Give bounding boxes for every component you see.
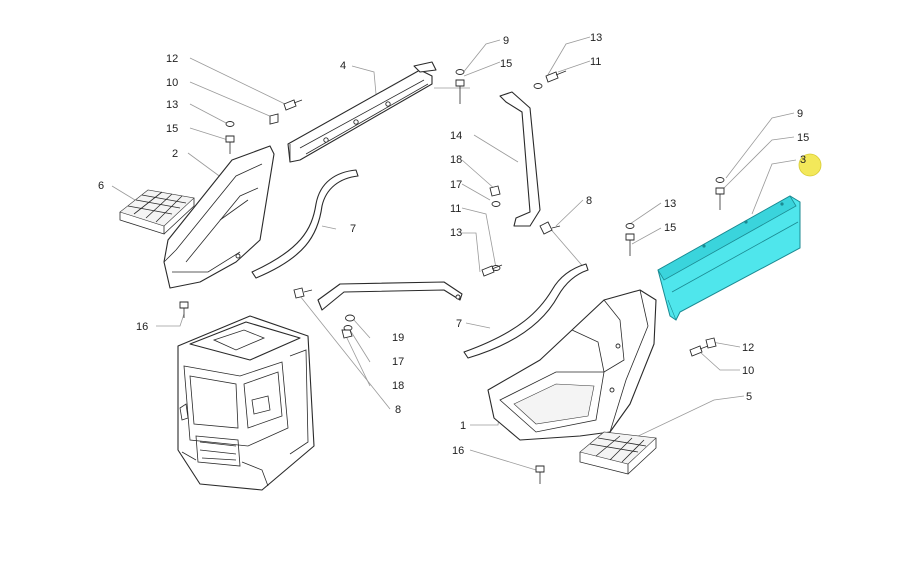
callout-17: 17 [450, 179, 462, 191]
callout-9: 9 [797, 108, 803, 120]
callout-14: 14 [450, 130, 462, 142]
callout-6: 6 [98, 180, 104, 192]
bolt-15-far-right [715, 187, 725, 210]
bolt-11-center [545, 70, 567, 83]
bolt-12-left [283, 99, 303, 111]
bolt-16-right [535, 465, 545, 484]
callout-8: 8 [395, 404, 401, 416]
callout-7: 7 [456, 318, 462, 330]
callout-12: 12 [742, 342, 754, 354]
callout-16: 16 [452, 445, 464, 457]
washer-13-right [625, 223, 635, 229]
part-4-rail [287, 61, 437, 163]
part-2-step-housing [163, 145, 275, 289]
callout-13: 13 [450, 227, 462, 239]
part-8-left-bracket [317, 281, 463, 311]
callout-4: 4 [340, 60, 346, 72]
callout-labels: 12 10 13 15 2 6 16 4 7 19 17 18 8 9 15 1… [98, 32, 809, 457]
leader-lines [111, 36, 797, 471]
part-1-step-housing [487, 289, 657, 441]
callout-15: 15 [500, 58, 512, 70]
callout-13: 13 [166, 99, 178, 111]
callout-18: 18 [392, 380, 404, 392]
bolt-8-center [539, 221, 561, 235]
bolt-16-left [179, 301, 189, 318]
bolt-15-left [225, 135, 235, 154]
callout-15: 15 [166, 123, 178, 135]
part-6-step-grid [119, 189, 195, 235]
callout-9: 9 [503, 35, 509, 47]
nut-12-right [705, 337, 717, 349]
callout-15: 15 [797, 132, 809, 144]
callout-15: 15 [664, 222, 676, 234]
washer-9-right [715, 177, 725, 183]
callout-11: 11 [450, 203, 461, 215]
callout-11: 11 [590, 56, 601, 68]
highlight-marker [798, 153, 822, 177]
callout-3[interactable]: 3 [800, 154, 806, 166]
part-14-tall-bracket [499, 91, 541, 227]
truck-cab [177, 315, 315, 491]
washer-13-left [225, 121, 235, 127]
callout-13: 13 [664, 198, 676, 210]
bolt-10-right [689, 345, 709, 357]
part-5-step-grid [579, 431, 657, 475]
bolt-15-center [455, 79, 465, 104]
callout-16: 16 [136, 321, 148, 333]
callout-17: 17 [392, 356, 404, 368]
callout-10: 10 [166, 77, 178, 89]
callout-8: 8 [586, 195, 592, 207]
part-3-highlighted-cover[interactable] [657, 195, 801, 321]
bolt-left-rail-8 [293, 287, 313, 299]
callout-5: 5 [746, 391, 752, 403]
part-7-left-strip [251, 169, 359, 279]
bolt-15-right [625, 233, 635, 256]
nut-18-left [341, 329, 353, 339]
washer-13-center [533, 83, 543, 89]
callout-7: 7 [350, 223, 356, 235]
bolt-13-center [481, 264, 503, 277]
washer-9-center [455, 69, 465, 75]
callout-13: 13 [590, 32, 602, 44]
washer-19 [345, 314, 355, 322]
nut-10-left [269, 113, 279, 125]
part-7-right-strip [463, 263, 589, 359]
fasteners [179, 69, 725, 484]
callout-10: 10 [742, 365, 754, 377]
callout-12: 12 [166, 53, 178, 65]
callout-19: 19 [392, 332, 404, 344]
callout-18: 18 [450, 154, 462, 166]
nut-18-center [489, 185, 501, 197]
callout-2: 2 [172, 148, 178, 160]
callout-1: 1 [460, 420, 466, 432]
washer-17-center [491, 201, 501, 207]
